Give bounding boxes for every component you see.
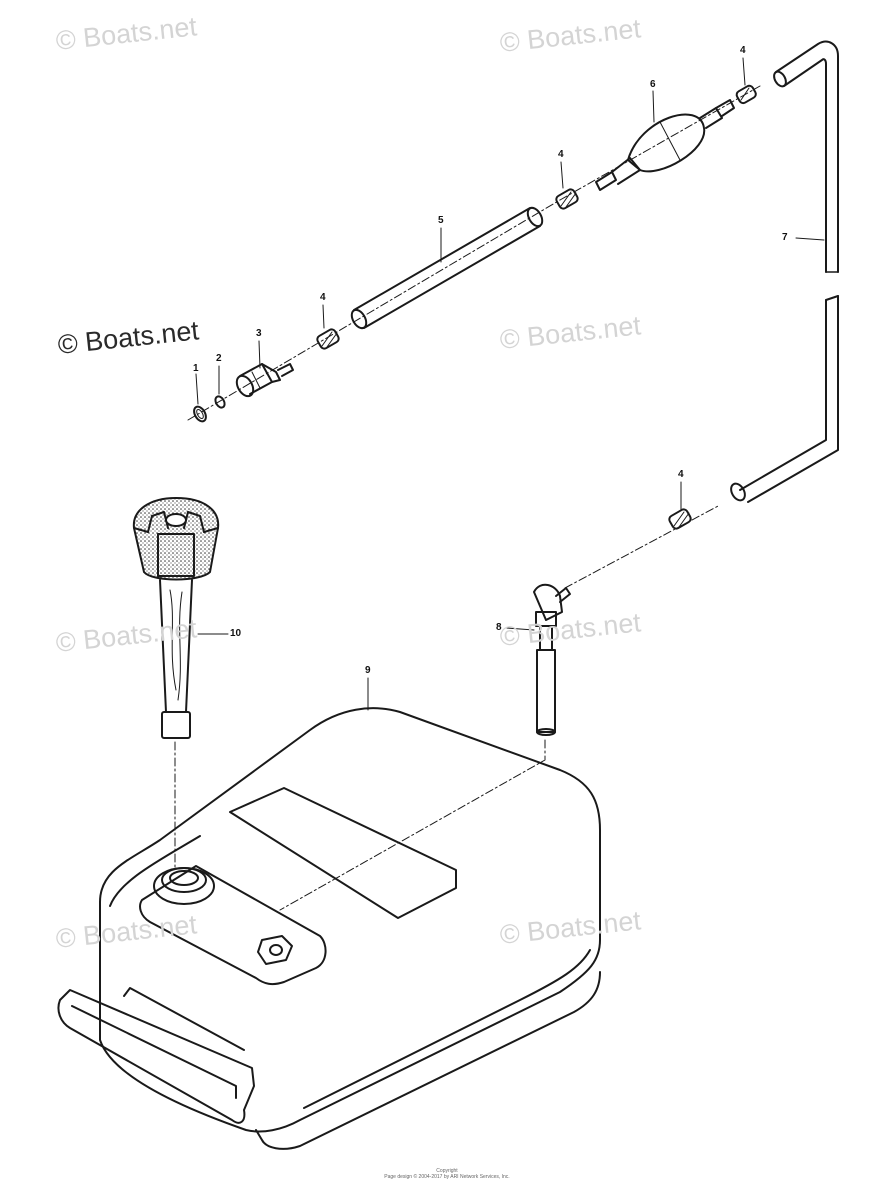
callout-8: 8 [496, 622, 502, 633]
part-6-primer-bulb [595, 99, 735, 191]
part-3-connector [235, 363, 294, 398]
callout-4: 4 [320, 292, 326, 303]
part-4-clamp-b [555, 188, 579, 210]
part-9-fuel-tank [57, 707, 601, 1150]
callout-6: 6 [650, 79, 656, 90]
part-4-clamp-d [668, 508, 692, 530]
callout-3: 3 [256, 328, 262, 339]
part-4-clamp-a [316, 328, 340, 350]
footer-copyright-label: Copyright [436, 1168, 458, 1174]
part-7-fuel-hose [730, 40, 839, 503]
part-10-fuel-gauge [132, 497, 220, 739]
callout-10: 10 [230, 628, 242, 639]
centerline-lower [564, 504, 721, 589]
callout-5: 5 [438, 215, 444, 226]
centerline-pickup [279, 739, 546, 911]
callout-4: 4 [558, 149, 564, 160]
centerline-upper [187, 199, 561, 421]
callout-4: 4 [678, 469, 684, 480]
callout-4: 4 [740, 45, 746, 56]
part-1-o-ring [193, 405, 207, 423]
part-5-hose [350, 206, 544, 330]
leader-lines [195, 57, 825, 711]
callout-2: 2 [216, 353, 222, 364]
part-8-pickup-tube [533, 583, 571, 736]
part-2-washer [214, 395, 226, 409]
part-4-clamp-c [735, 84, 757, 105]
callout-9: 9 [365, 665, 371, 676]
footer-copyright-text: Page design © 2004-2017 by ARI Network S… [384, 1174, 510, 1180]
callout-7: 7 [782, 232, 788, 243]
callout-1: 1 [193, 363, 199, 374]
